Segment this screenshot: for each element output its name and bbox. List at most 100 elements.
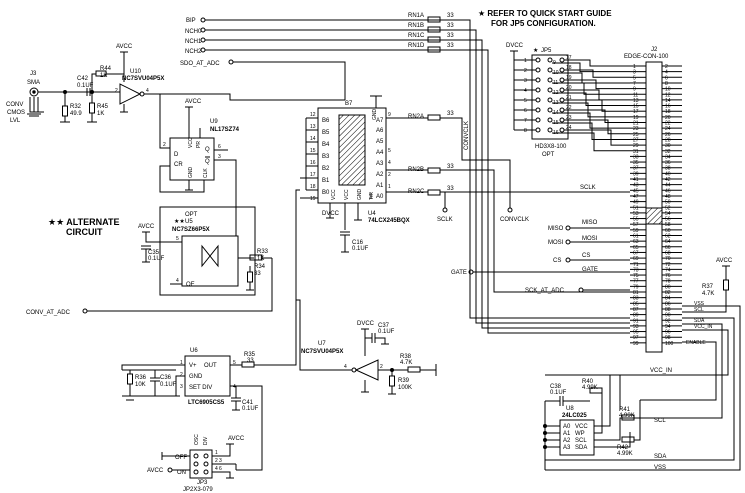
u4-pin-b5: B5 [322, 130, 330, 136]
r35-value: 33 [247, 358, 254, 364]
u4-pin-b2: B2 [322, 166, 330, 172]
u6-pin-vp: V+ [189, 363, 197, 369]
jp5-pin [535, 57, 541, 63]
sck-at-adc-label: SCK_AT_ADC [525, 288, 565, 294]
u8-pin-sda: SDA [575, 445, 587, 451]
u9-value: NL17SZ74 [210, 127, 240, 133]
j2-pin-48: 48 [665, 194, 671, 200]
j2-pin-66: 66 [665, 245, 671, 251]
jp5-j2-wire [564, 79, 630, 90]
j2-pin-60: 60 [665, 228, 671, 234]
svg-text:4: 4 [146, 88, 149, 94]
jp5-pin-left-label: 3 [524, 78, 527, 84]
j2-pin-94: 94 [665, 324, 671, 330]
j2-pin-47: 47 [633, 194, 639, 200]
j2-pin-35: 35 [633, 160, 639, 166]
r41-ref: R41 [619, 407, 631, 413]
r44-value: 1K [100, 73, 107, 79]
j2-pin-95: 95 [633, 330, 639, 336]
j2-pin-12: 12 [665, 92, 671, 98]
j2-pin-96: 96 [665, 330, 671, 336]
top-net-lines: BIP NCH0 NCH1 NCH2 RN1A RN1B RN1C RN1D 3… [185, 13, 630, 334]
r32-value: 49.9 [70, 111, 82, 117]
r39-value: 100K [398, 385, 412, 391]
jp5-j2-wire [564, 109, 630, 123]
quick-start-note-line1: ★ REFER TO QUICK START GUIDE [478, 9, 612, 18]
j2-pin-72: 72 [665, 262, 671, 268]
u4-pin-a6: A6 [376, 128, 384, 134]
svg-text:14: 14 [310, 136, 316, 142]
jp5-pin-right-label: 22 [566, 105, 572, 111]
jp5-pin-left-label: 7 [524, 118, 527, 124]
rn1c-label: RN1C [408, 33, 425, 39]
c38-value: 0.1UF [550, 390, 567, 396]
j2-pin-79: 79 [633, 284, 639, 290]
dvcc-jp5-label: DVCC [506, 43, 524, 49]
j2-pin-90: 90 [665, 313, 671, 319]
u8-eeprom: VCC_IN R40 4.99K C38 0.1UF U8 24LC025 A0… [543, 368, 672, 471]
avcc-u10-label: AVCC [116, 44, 133, 50]
c16-ref: C16 [352, 240, 364, 246]
u9-ref: U9 [210, 119, 218, 125]
jp3-div: DIV [203, 436, 209, 445]
svg-text:4: 4 [233, 384, 236, 390]
u10-inverter: U10 NC7SVU04P5X 2 4 [115, 69, 164, 113]
c42-value: 0.1UF [77, 83, 94, 89]
svg-text:3: 3 [218, 154, 221, 160]
j2-pin-71: 71 [633, 262, 639, 268]
r40-ref: R40 [582, 379, 594, 385]
jp5-pin [535, 107, 541, 113]
svg-text:1: 1 [215, 450, 218, 456]
u7-inverter: DVCC C37 0.1UF U7 NC7SVU04P5X 24 R38 4.7… [296, 299, 437, 395]
jp5-j2-wire [552, 92, 630, 107]
jp5-pin [535, 87, 541, 93]
u9-pin-d: D [174, 152, 179, 158]
j2-pin-39: 39 [633, 171, 639, 177]
j2-pin-36: 36 [665, 160, 671, 166]
j2-pin-3: 3 [633, 70, 636, 76]
svg-text:3: 3 [219, 458, 222, 464]
jp5-pin [535, 97, 541, 103]
svg-text:12: 12 [310, 112, 316, 118]
jp5-to-j2-wires [552, 59, 630, 152]
jp5-pin [547, 87, 553, 93]
enable-j2-label: ENABLE [686, 340, 706, 346]
sclk-test-label: SCLK [437, 217, 453, 223]
u4-pin-a4: A4 [376, 150, 384, 156]
jp5-j2-wire [552, 112, 630, 129]
c35-ref: C35 [148, 250, 160, 256]
jp5-ref-star: ★ [533, 47, 538, 54]
j2-pin-49: 49 [633, 200, 639, 206]
avcc-u9-label: AVCC [185, 99, 202, 105]
u6-ref: U6 [190, 348, 198, 354]
j2-pin-46: 46 [665, 188, 671, 194]
u4-pin-gnd-top: GND [372, 109, 378, 121]
c16-value: 0.1UF [352, 246, 369, 252]
j2-pin-98: 98 [665, 335, 671, 341]
svg-text:3: 3 [180, 384, 183, 390]
j2-pin-26: 26 [665, 132, 671, 138]
c41-value: 0.1UF [242, 406, 259, 412]
jp5-j2-wire [552, 62, 630, 73]
gate-label: GATE [582, 267, 598, 273]
jp5-pin-right-label: 21 [566, 95, 572, 101]
u4-pin-b3: B3 [322, 154, 330, 160]
jp5-j2-wire [564, 89, 630, 101]
u8-pin-a1: A1 [563, 431, 571, 437]
jp5-j2-wire [552, 72, 630, 84]
j2-pin-6: 6 [665, 75, 668, 81]
j2-pin-93: 93 [633, 324, 639, 330]
jp5-pin-right-label: 18 [566, 65, 572, 71]
sda-j2-label: SDA [694, 318, 705, 324]
vcc-in-label: VCC_IN [650, 368, 672, 374]
jp5-pin-left-label: 6 [524, 108, 527, 114]
u9-pin-qb: Q [205, 159, 210, 165]
u4-pin-b7: B7 [345, 101, 353, 107]
sda-label: SDA [654, 454, 666, 460]
j3-sma-connector: J3 SMA CONV CMOS LVL [6, 71, 44, 124]
u9-pin-clk: CLK [203, 168, 209, 178]
jp5-pin-right-label: 23 [566, 115, 572, 121]
j2-pin-52: 52 [665, 205, 671, 211]
